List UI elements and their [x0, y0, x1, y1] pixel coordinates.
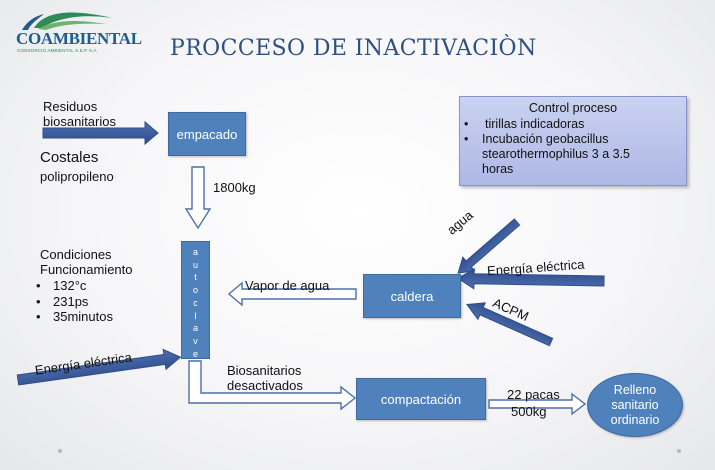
autoclave-letter: o: [192, 285, 198, 296]
arrow-compactacion-to-relleno: [488, 392, 587, 416]
costales-label: Costales: [40, 149, 99, 166]
arrow-caldera-to-autoclave: [227, 281, 357, 307]
biosanitarios-label: Biosanitarios desactivados: [227, 363, 303, 393]
autoclave-letter: e: [192, 348, 198, 359]
condition-item: 35minutos: [34, 309, 133, 325]
control-item-text: stearothermophilus 3 a 3.5: [482, 147, 631, 161]
logo-mark-icon: [22, 12, 112, 30]
control-proceso-panel: Control proceso tirillas indicadoras Inc…: [459, 96, 687, 186]
control-item: tirillas indicadoras: [464, 117, 686, 132]
autoclave-letter: a: [192, 247, 198, 257]
control-proceso-title: Control proceso: [528, 101, 618, 115]
control-item: Incubación geobacillus stearothermophilu…: [464, 132, 686, 177]
biosanitarios-line-1: Biosanitarios: [227, 363, 302, 378]
arrow-autoclave-to-compactacion: [188, 360, 357, 411]
autoclave-letter: v: [193, 335, 198, 346]
control-proceso-list: tirillas indicadoras Incubación geobacil…: [460, 117, 686, 177]
conditions-list: 132°c 231ps 35minutos: [34, 278, 133, 325]
control-item-text: Incubación geobacillus: [482, 132, 609, 146]
empacado-box: empacado: [168, 112, 246, 156]
autoclave-letter: c: [193, 297, 198, 308]
biosanitarios-line-2: desactivados: [227, 378, 303, 393]
polipropileno-label: polipropileno: [40, 169, 114, 184]
caldera-box: caldera: [363, 274, 461, 318]
conditions-title-1: Condiciones: [40, 247, 112, 262]
arrow-energia-autoclave: [16, 348, 182, 386]
autoclave-letter: t: [194, 272, 197, 283]
autoclave-box: a u t o c l a v e: [181, 241, 210, 359]
vapor-label: Vapor de agua: [245, 278, 330, 293]
arrow-agua: [457, 218, 521, 274]
slide-dot-left: [58, 449, 62, 453]
condition-item: 231ps: [34, 294, 133, 310]
autoclave-letter: u: [192, 259, 198, 270]
arrow-residuos-to-empacado: [42, 120, 159, 146]
relleno-line-3: ordinario: [610, 412, 660, 427]
control-item-text: horas: [482, 162, 514, 176]
page-title: PROCCESO DE INACTIVACIÒN: [170, 36, 537, 61]
arrow-acpm: [466, 302, 554, 347]
slide-dot-right: [677, 449, 681, 453]
residuos-line-2: biosanitarios: [43, 114, 116, 129]
conditions-block: Condiciones Funcionamiento 132°c 231ps 3…: [36, 247, 133, 325]
logo-subtitle: CONSORCIO AMBIENTAL S.E.P S.A.: [17, 48, 98, 53]
arrow-energia-caldera: [457, 267, 605, 290]
compactacion-box: compactación: [356, 378, 486, 420]
autoclave-letter: a: [192, 323, 198, 334]
logo-name: COAMBIENTAL: [16, 29, 142, 48]
arrow-empacado-to-autoclave: [184, 166, 212, 230]
conditions-title-2: Funcionamiento: [40, 262, 133, 277]
condition-item: 132°c: [34, 278, 133, 294]
kg500-label: 500kg: [511, 404, 547, 419]
relleno-line-2: sanitario: [611, 397, 659, 412]
weight-label: 1800kg: [213, 180, 256, 195]
autoclave-letter: l: [194, 310, 197, 321]
residuos-label: Residuos biosanitarios: [43, 99, 116, 129]
relleno-oval: Relleno sanitario ordinario: [587, 373, 683, 437]
control-item-text: tirillas indicadoras: [485, 117, 585, 131]
logo: COAMBIENTAL CONSORCIO AMBIENTAL S.E.P S.…: [12, 8, 142, 54]
relleno-line-1: Relleno: [613, 382, 657, 397]
residuos-line-1: Residuos: [43, 99, 98, 114]
pacas-label: 22 pacas: [507, 387, 560, 402]
